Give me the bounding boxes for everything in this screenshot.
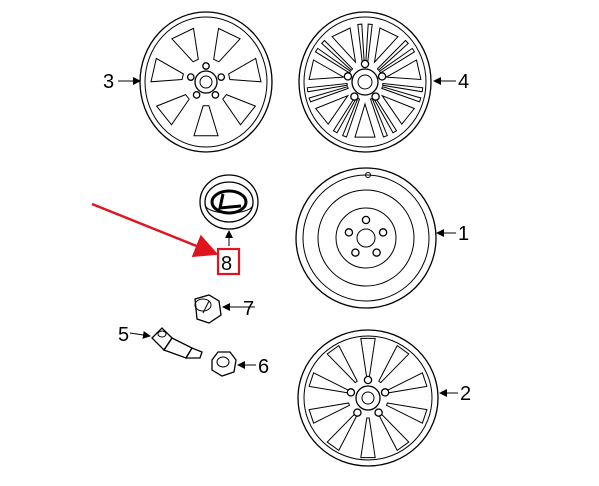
alloy-wheel-split-spoke[interactable] [298, 11, 432, 153]
lug-nut-hex[interactable] [211, 351, 237, 377]
callout-4: 4 [458, 71, 469, 93]
wheel-center-cap[interactable] [199, 174, 259, 230]
callout-1: 1 [458, 223, 469, 245]
steel-spare-wheel[interactable] [295, 167, 437, 309]
alloy-wheel-multi-spoke[interactable] [297, 329, 439, 467]
lug-nut-capped[interactable] [194, 294, 222, 324]
callout-3: 3 [103, 71, 114, 93]
tire-valve-stem[interactable] [151, 327, 203, 359]
callout-2: 2 [460, 383, 471, 405]
callout-5: 5 [118, 324, 129, 346]
callout-6: 6 [258, 356, 269, 378]
leader-lines [118, 77, 458, 397]
callout-7: 7 [243, 298, 254, 320]
highlight-box [216, 247, 241, 276]
pointer-arrow [91, 202, 219, 257]
alloy-wheel-seven-spoke[interactable] [139, 11, 273, 153]
callout-8: 8 [221, 253, 232, 275]
